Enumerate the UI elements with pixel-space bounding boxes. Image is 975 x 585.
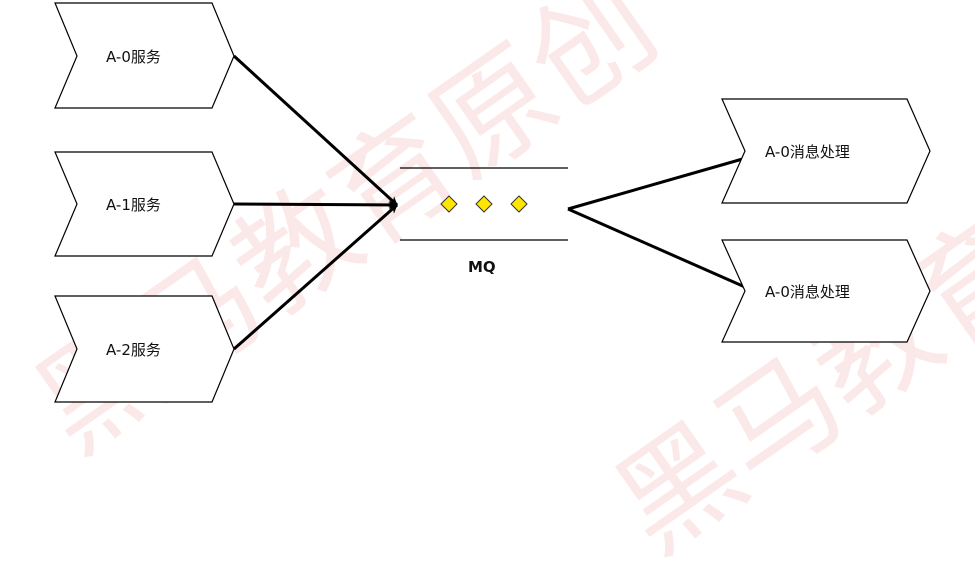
service-label-a0: A-0服务 <box>106 48 161 66</box>
diagram-svg <box>54 2 931 403</box>
queue-message-marker <box>510 195 528 213</box>
diagram-canvas: 黑马教育原创 黑马教育原创 A-0服务 A-1服务 A-2服务 MQ A <box>12 0 975 580</box>
handler-label-1: A-0消息处理 <box>765 143 850 161</box>
connector-mq-handler-2 <box>567 207 755 293</box>
service-shape-a0 <box>54 2 235 109</box>
connector-a0-mq <box>232 54 399 207</box>
queue-messages <box>440 195 528 213</box>
queue-message-marker <box>440 195 458 213</box>
connector-a1-mq <box>233 200 398 210</box>
connector-mq-handler-1 <box>567 151 761 211</box>
queue-label: MQ <box>468 258 496 276</box>
service-shape-a1 <box>54 151 235 257</box>
service-shape-a2 <box>54 295 235 403</box>
handler-shape-2 <box>721 239 931 343</box>
service-label-a2: A-2服务 <box>106 341 161 359</box>
queue-message-marker <box>475 195 493 213</box>
handler-label-2: A-0消息处理 <box>765 283 850 301</box>
connector-a2-mq <box>233 203 398 351</box>
handler-shape-1 <box>721 98 931 204</box>
service-label-a1: A-1服务 <box>106 196 161 214</box>
